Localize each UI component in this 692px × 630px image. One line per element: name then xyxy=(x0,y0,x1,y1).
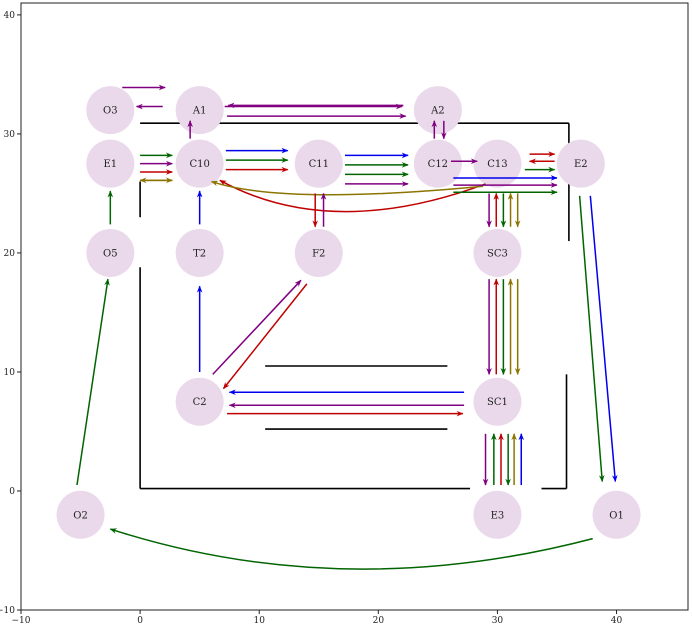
node-t2: T2 xyxy=(175,228,224,277)
node-circle xyxy=(175,139,224,188)
node-circle xyxy=(294,139,343,188)
arrow-green xyxy=(578,195,605,483)
node-o5: O5 xyxy=(86,228,135,277)
node-o1: O1 xyxy=(592,490,641,539)
node-label: O2 xyxy=(73,510,88,521)
y-tick-label: 40 xyxy=(4,11,16,21)
node-label: C2 xyxy=(193,397,207,408)
node-label: A2 xyxy=(430,106,445,117)
node-e2: E2 xyxy=(556,139,605,188)
node-label: E3 xyxy=(491,510,505,521)
node-sc3: SC3 xyxy=(473,228,522,277)
node-label: E1 xyxy=(103,159,117,170)
x-tick-label: 30 xyxy=(492,616,504,625)
node-label: C12 xyxy=(428,159,448,170)
node-label: C11 xyxy=(309,159,329,170)
node-circle xyxy=(592,490,641,539)
node-e3: E3 xyxy=(473,490,522,539)
node-o2: O2 xyxy=(56,490,105,539)
node-label: C10 xyxy=(189,159,209,170)
node-circle xyxy=(473,228,522,277)
node-f2: F2 xyxy=(294,228,343,277)
node-c11: C11 xyxy=(294,139,343,188)
node-circle xyxy=(175,377,224,426)
node-o3: O3 xyxy=(86,86,135,135)
node-c13: C13 xyxy=(473,139,522,188)
arrow-red xyxy=(222,283,308,390)
node-label: E2 xyxy=(574,159,588,170)
x-tick-label: 40 xyxy=(611,616,623,625)
y-tick-label: 20 xyxy=(4,249,16,259)
y-tick-label: 0 xyxy=(9,487,15,497)
node-c2: C2 xyxy=(175,377,224,426)
x-tick-label: 20 xyxy=(373,616,385,625)
node-label: O3 xyxy=(103,106,118,117)
node-label: O5 xyxy=(103,248,118,259)
node-a2: A2 xyxy=(413,86,462,135)
y-tick-label: −10 xyxy=(0,606,15,616)
node-circle xyxy=(413,139,462,188)
node-label: O1 xyxy=(609,510,624,521)
node-circle xyxy=(86,139,135,188)
arrow-green xyxy=(76,278,110,486)
node-label: F2 xyxy=(312,248,325,259)
y-tick-label: 30 xyxy=(4,130,16,140)
curved-arrow-green xyxy=(109,528,593,570)
node-label: SC3 xyxy=(487,248,508,259)
node-a1: A1 xyxy=(175,86,224,135)
node-e1: E1 xyxy=(86,139,135,188)
node-circle xyxy=(473,377,522,426)
x-tick-label: 10 xyxy=(253,616,265,625)
node-circle xyxy=(86,86,135,135)
node-c12: C12 xyxy=(413,139,462,188)
axis-ticks: −10 0 10 20 30 40 −10 0 10 20 30 40 xyxy=(0,11,623,626)
plot-frame xyxy=(20,2,689,611)
node-label: T2 xyxy=(193,248,206,259)
node-circle xyxy=(294,228,343,277)
x-tick-label: −10 xyxy=(12,616,31,625)
node-c10: C10 xyxy=(175,139,224,188)
curved-arrow-red xyxy=(219,179,486,213)
node-label: SC1 xyxy=(487,397,508,408)
arrow-purple xyxy=(212,279,302,375)
node-circle xyxy=(175,228,224,277)
node-circle xyxy=(413,86,462,135)
node-circle xyxy=(56,490,105,539)
node-circle xyxy=(473,490,522,539)
arrow-blue xyxy=(589,195,618,483)
x-tick-label: 0 xyxy=(137,616,143,625)
node-circle xyxy=(473,139,522,188)
node-label: C13 xyxy=(487,159,507,170)
node-sc1: SC1 xyxy=(473,377,522,426)
y-tick-label: 10 xyxy=(4,368,16,378)
node-label: A1 xyxy=(192,106,207,117)
node-circle xyxy=(86,228,135,277)
node-circle xyxy=(556,139,605,188)
arrows xyxy=(76,84,618,486)
